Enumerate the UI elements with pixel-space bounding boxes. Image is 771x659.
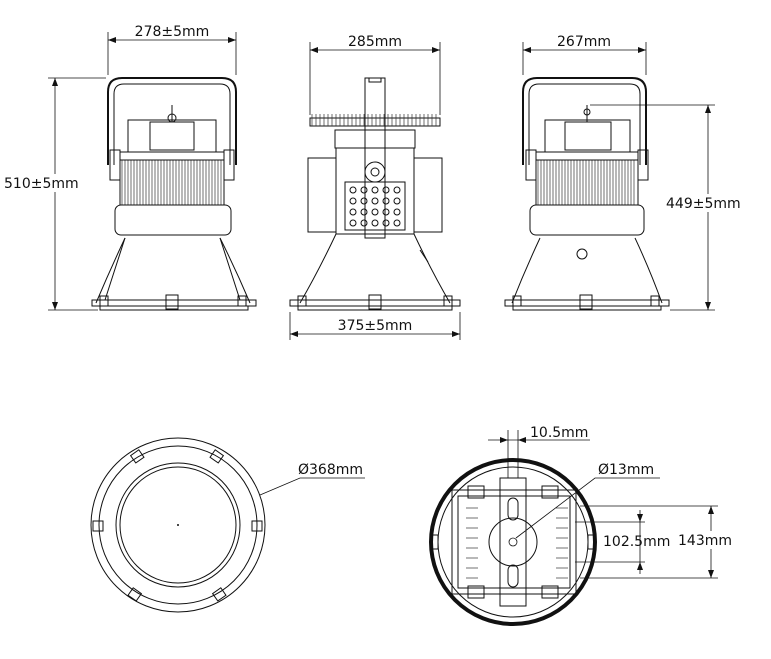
dim-label-143: 143mm bbox=[678, 533, 732, 549]
dim-510: 510±5mm bbox=[0, 77, 106, 311]
side-view-left bbox=[91, 77, 257, 311]
dim-label-278: 278±5mm bbox=[135, 24, 210, 40]
dim-375: 375±5mm bbox=[289, 312, 461, 340]
dim-label-13: Ø13mm bbox=[598, 462, 654, 478]
dim-449: 449±5mm bbox=[590, 104, 754, 311]
dim-label-267: 267mm bbox=[557, 34, 611, 50]
front-view-middle bbox=[289, 77, 461, 311]
bottom-view-left: Ø368mm bbox=[90, 437, 365, 613]
dim-label-375: 375±5mm bbox=[338, 318, 413, 334]
dim-267: 267mm bbox=[522, 34, 647, 75]
dim-285: 285mm bbox=[309, 34, 441, 115]
side-view-right bbox=[504, 77, 670, 311]
dim-label-510: 510±5mm bbox=[4, 176, 79, 192]
dim-label-285: 285mm bbox=[348, 34, 402, 50]
dim-label-368: Ø368mm bbox=[298, 462, 363, 478]
dim-label-449: 449±5mm bbox=[666, 196, 741, 212]
dim-278: 278±5mm bbox=[107, 24, 237, 75]
top-view-right: 10.5mm Ø13mm 102.5mm 143mm bbox=[429, 425, 740, 626]
dim-label-10-5: 10.5mm bbox=[530, 425, 588, 441]
dim-label-102-5: 102.5mm bbox=[603, 534, 670, 550]
